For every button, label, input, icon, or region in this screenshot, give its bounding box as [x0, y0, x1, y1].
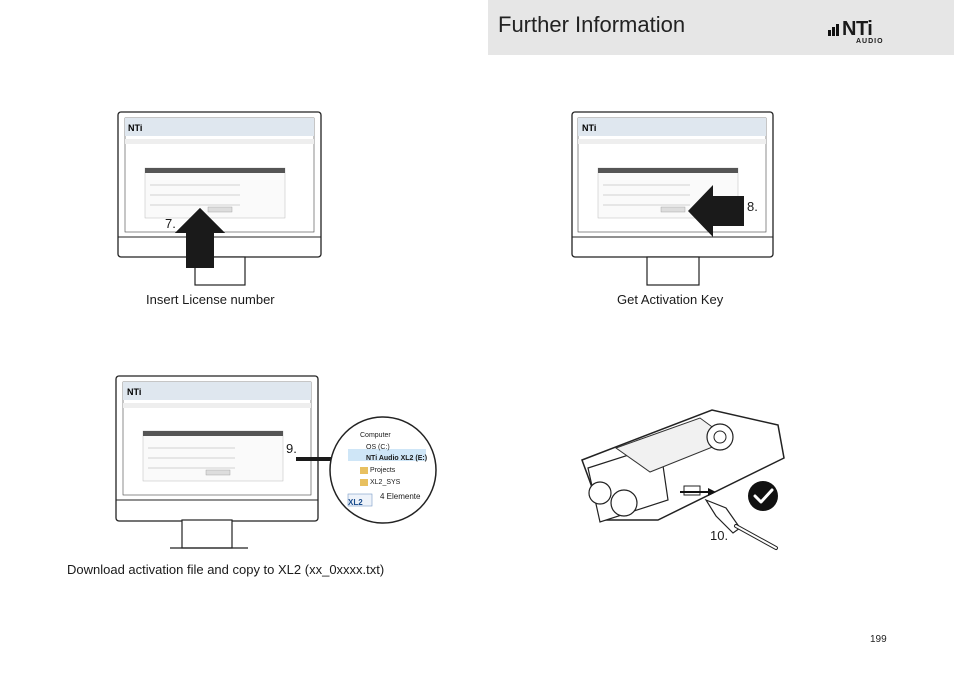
nti-audio-logo: NTi AUDIO [828, 18, 888, 45]
checkmark-badge-icon [748, 481, 778, 511]
step-number-9: 9. [286, 441, 297, 456]
logo-bars-icon [828, 24, 839, 36]
svg-text:NTi: NTi [128, 123, 142, 133]
svg-text:NTi: NTi [582, 123, 596, 133]
caption-insert-license: Insert License number [146, 292, 275, 307]
explorer-item-computer: Computer [360, 432, 391, 439]
step-number-10: 10. [710, 528, 729, 543]
explorer-item-os: OS (C:) [366, 444, 390, 451]
caption-get-activation-key: Get Activation Key [617, 292, 724, 307]
xl2-drive-badge: XL2 [348, 498, 363, 507]
explorer-item-xl2-drive: NTi Audio XL2 (E:) [366, 455, 428, 462]
page-number: 199 [870, 634, 887, 645]
explorer-status: 4 Elemente [380, 492, 421, 501]
explorer-item-xl2-sys: XL2_SYS [370, 479, 401, 486]
step-number-8: 8. [747, 199, 758, 214]
svg-text:NTi: NTi [127, 387, 141, 397]
logo-subtext: AUDIO [856, 38, 884, 45]
header-band: Further Information NTi AUDIO [488, 0, 954, 55]
step-number-7: 7. [165, 216, 176, 231]
caption-download-activation: Download activation file and copy to XL2… [67, 562, 385, 577]
explorer-item-projects: Projects [370, 467, 396, 474]
logo-text: NTi [842, 18, 873, 40]
page-title: Further Information [498, 12, 686, 37]
